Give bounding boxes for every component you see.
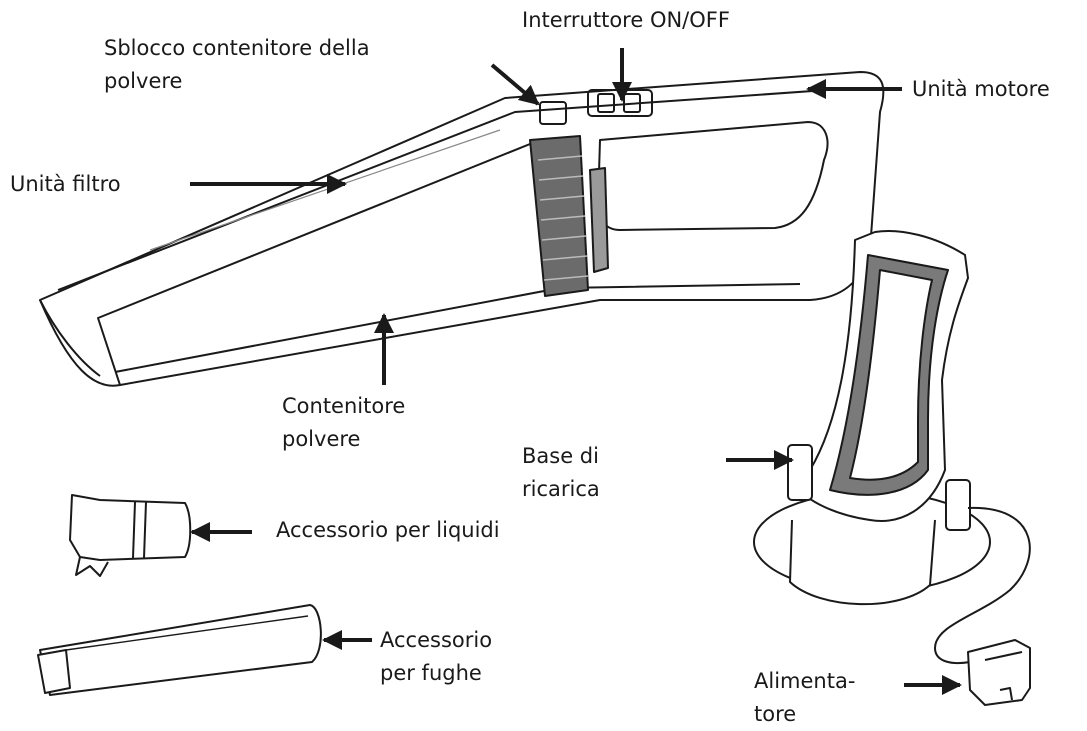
label-dust-container: Contenitore polvere [282, 390, 405, 456]
liquid-accessory-seams [132, 501, 147, 559]
label-crevice-accessory-line1: Accessorio [380, 628, 493, 652]
release-button [539, 101, 567, 125]
power-cord [934, 506, 1031, 665]
label-switch: Interruttore ON/OFF [522, 4, 730, 37]
liquid-accessory-body [69, 494, 192, 561]
base-pedestal [789, 519, 936, 606]
liquid-accessory-lip [75, 556, 109, 577]
label-crevice-accessory: Accessorio per fughe [380, 624, 492, 690]
motor-band [529, 135, 589, 297]
label-dust-release-line1: Sblocco contenitore della [104, 36, 370, 60]
dust-container-seam [97, 139, 541, 386]
charging-base [753, 230, 1031, 706]
label-switch-text: Interruttore ON/OFF [522, 8, 730, 32]
label-charging-base: Base di ricarica [522, 440, 600, 506]
vacuum-outline [39, 71, 885, 387]
label-motor-unit-text: Unità motore [912, 77, 1050, 101]
label-power-supply-line2: tore [754, 702, 797, 726]
label-dust-release: Sblocco contenitore della polvere [104, 32, 370, 98]
label-crevice-accessory-line2: per fughe [380, 661, 482, 685]
label-dust-release-line2: polvere [104, 69, 183, 93]
cradle-highlight [849, 269, 933, 481]
label-dust-container-line1: Contenitore [282, 394, 406, 418]
label-filter-unit-text: Unità filtro [10, 172, 121, 196]
base-post-left [787, 444, 813, 501]
power-adapter [967, 639, 1031, 706]
handheld-vacuum [39, 71, 885, 387]
label-motor-unit: Unità motore [912, 73, 1050, 106]
crevice-accessory-tip [37, 649, 71, 694]
liquid-accessory [69, 494, 192, 577]
arrow-release [490, 63, 540, 106]
label-power-supply: Alimenta- tore [754, 665, 855, 731]
label-power-supply-line1: Alimenta- [754, 669, 856, 693]
vacuum-top-edge [57, 87, 856, 291]
crevice-accessory [37, 604, 322, 696]
label-liquid-accessory-text: Accessorio per liquidi [276, 518, 500, 542]
callout-arrows [190, 48, 962, 695]
label-dust-container-line2: polvere [282, 427, 361, 451]
switch-key-left [597, 93, 615, 113]
filter-inner-line [149, 129, 501, 251]
label-filter-unit: Unità filtro [10, 168, 121, 201]
label-charging-base-line1: Base di [522, 444, 599, 468]
adapter-face [984, 651, 1023, 701]
crevice-accessory-body [39, 604, 322, 696]
vacuum-nozzle-edge [39, 299, 101, 377]
crevice-accessory-ridge [65, 615, 309, 651]
motor-band-lines [537, 155, 589, 281]
switch-key-right [623, 93, 641, 113]
label-liquid-accessory: Accessorio per liquidi [276, 514, 500, 547]
motor-ribs [589, 167, 609, 273]
base-post-right [945, 479, 971, 531]
label-charging-base-line2: ricarica [522, 477, 600, 501]
